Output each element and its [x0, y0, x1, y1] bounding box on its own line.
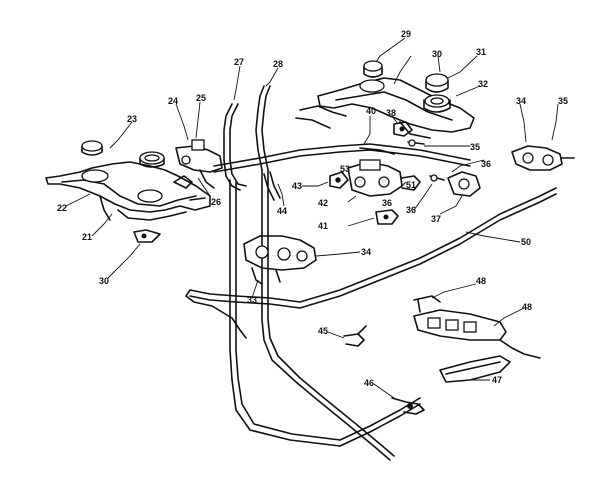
callout-27: 27 [234, 57, 244, 67]
callout-22: 22 [57, 203, 67, 213]
callout-37: 37 [431, 214, 441, 224]
callout-24: 24 [168, 96, 178, 106]
callout-53: 53 [340, 164, 350, 174]
callout-48: 48 [476, 276, 486, 286]
part-igniter-46 [391, 397, 425, 415]
callout-38: 38 [386, 108, 396, 118]
gas-tubing [185, 85, 557, 461]
center-valve-assembly [329, 147, 421, 197]
callout-48-lower: 48 [522, 302, 532, 312]
callout-34: 34 [516, 96, 526, 106]
callout-23: 23 [127, 114, 137, 124]
callout-33: 33 [247, 295, 257, 305]
callout-36: 36 [481, 159, 491, 169]
right-valve-assembly [511, 145, 575, 171]
callout-30-lower: 30 [99, 276, 109, 286]
callout-21: 21 [82, 232, 92, 242]
callout-47: 47 [492, 375, 502, 385]
callout-35: 35 [470, 142, 480, 152]
callout-40: 40 [366, 106, 376, 116]
callout-45: 45 [318, 326, 328, 336]
callout-42: 42 [318, 198, 328, 208]
callout-26: 26 [211, 197, 221, 207]
callout-44: 44 [277, 206, 287, 216]
part-valve-38 [393, 121, 413, 137]
callout-46: 46 [364, 378, 374, 388]
broiler-assembly [413, 295, 541, 383]
left-burner-assembly [45, 140, 211, 221]
callout-43: 43 [292, 181, 302, 191]
callout-30: 30 [432, 49, 442, 59]
part-orifice-35 [407, 139, 425, 147]
callout-36-low: 36 [382, 198, 392, 208]
callout-29: 29 [401, 29, 411, 39]
callout-50: 50 [521, 237, 531, 247]
callout-labels: 29 30 31 32 23 24 25 26 27 28 22 21 30 4… [57, 29, 568, 388]
callout-51: 51 [406, 180, 416, 190]
left-valve-assembly [173, 139, 223, 189]
callout-34-lower: 34 [361, 247, 371, 257]
front-valve-assembly [243, 235, 317, 285]
part-bracket-41 [375, 209, 399, 225]
right-burner-assembly [295, 60, 475, 139]
callout-25: 25 [196, 93, 206, 103]
part-valve-37 [429, 171, 481, 197]
callout-35-right: 35 [558, 96, 568, 106]
callout-28: 28 [273, 59, 283, 69]
part-bracket-30 [133, 229, 161, 243]
callout-31: 31 [476, 47, 486, 57]
part-clip-45 [343, 325, 367, 347]
callout-36-mid: 36 [406, 205, 416, 215]
callout-32: 32 [478, 79, 488, 89]
leader-lines [65, 37, 559, 399]
callout-41: 41 [318, 221, 328, 231]
